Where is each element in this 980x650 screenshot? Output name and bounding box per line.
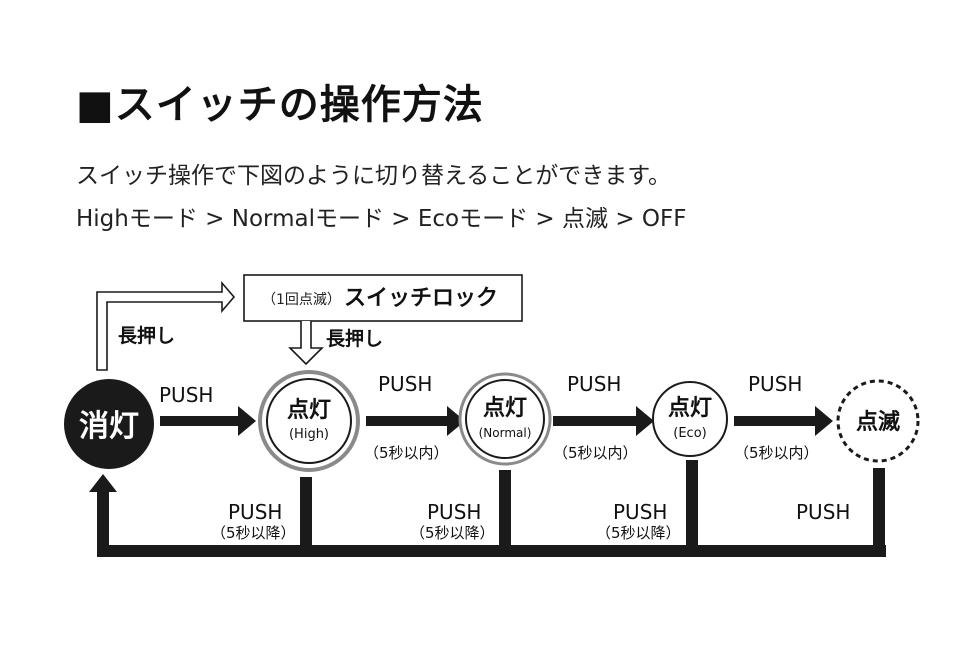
node-eco-sub: (Eco): [673, 426, 706, 441]
after-5s-label-eco: （5秒以降）: [596, 524, 681, 542]
return-push-label-high: PUSH: [228, 500, 282, 524]
push-label-1: PUSH: [159, 383, 213, 407]
node-normal-sub: (Normal): [479, 426, 532, 440]
return-line-up-shaft: [97, 490, 109, 557]
push-arrow-head-3: [636, 406, 654, 436]
switch-lock-box: [243, 274, 523, 322]
return-push-label-blink: PUSH: [796, 500, 850, 524]
long-press-label-right: 長押し: [326, 327, 383, 350]
return-line-bottom: [97, 545, 886, 557]
after-5s-label-high: （5秒以降）: [211, 524, 296, 542]
node-high: 点灯 (High): [258, 370, 360, 472]
return-push-label-normal: PUSH: [427, 500, 481, 524]
return-up-arrowhead: [89, 474, 117, 492]
push-arrow-shaft-2: [366, 416, 453, 426]
lock-box-label: スイッチロック: [344, 286, 498, 311]
node-off-label: 消灯: [79, 409, 139, 444]
node-blink-label: 点滅: [856, 409, 900, 435]
within-5s-label-1: （5秒以内）: [364, 444, 449, 462]
push-arrow-head-2: [447, 406, 465, 436]
node-blink: 点滅: [836, 379, 920, 463]
within-5s-label-2: （5秒以内）: [553, 444, 638, 462]
long-press-label-left: 長押し: [118, 324, 175, 347]
push-arrow-shaft-1: [160, 416, 244, 426]
node-high-label: 点灯: [287, 397, 331, 423]
push-arrow-shaft-4: [734, 416, 821, 426]
after-5s-label-normal: （5秒以降）: [410, 524, 495, 542]
long-press-arrow-outline: [96, 280, 236, 371]
return-line-drop-high: [300, 477, 312, 551]
description-line-1: スイッチ操作で下図のように切り替えることができます。: [76, 163, 672, 189]
node-off: 消灯: [64, 379, 154, 469]
node-normal-label: 点灯: [483, 395, 527, 421]
return-push-label-eco: PUSH: [613, 500, 667, 524]
push-label-4: PUSH: [748, 372, 802, 396]
node-eco: 点灯 (Eco): [652, 381, 728, 457]
lock-box-small-text: （1回点滅）: [262, 292, 341, 308]
push-arrow-head-4: [815, 406, 833, 436]
return-line-drop-blink: [873, 468, 885, 551]
within-5s-label-3: （5秒以内）: [734, 444, 819, 462]
node-normal: 点灯 (Normal): [458, 372, 552, 466]
description-line-2: Highモード > Normalモード > Ecoモード > 点滅 > OFF: [76, 206, 687, 232]
page-title: ■スイッチの操作方法: [76, 82, 484, 128]
push-label-3: PUSH: [567, 372, 621, 396]
return-line-drop-normal: [499, 470, 511, 551]
push-arrow-head-1: [238, 406, 256, 436]
node-eco-label: 点灯: [668, 395, 712, 421]
push-arrow-shaft-3: [553, 416, 642, 426]
long-press-down-arrow-outline: [288, 321, 324, 366]
node-high-sub: (High): [289, 427, 329, 442]
return-line-drop-eco: [686, 460, 698, 551]
push-label-2: PUSH: [378, 372, 432, 396]
